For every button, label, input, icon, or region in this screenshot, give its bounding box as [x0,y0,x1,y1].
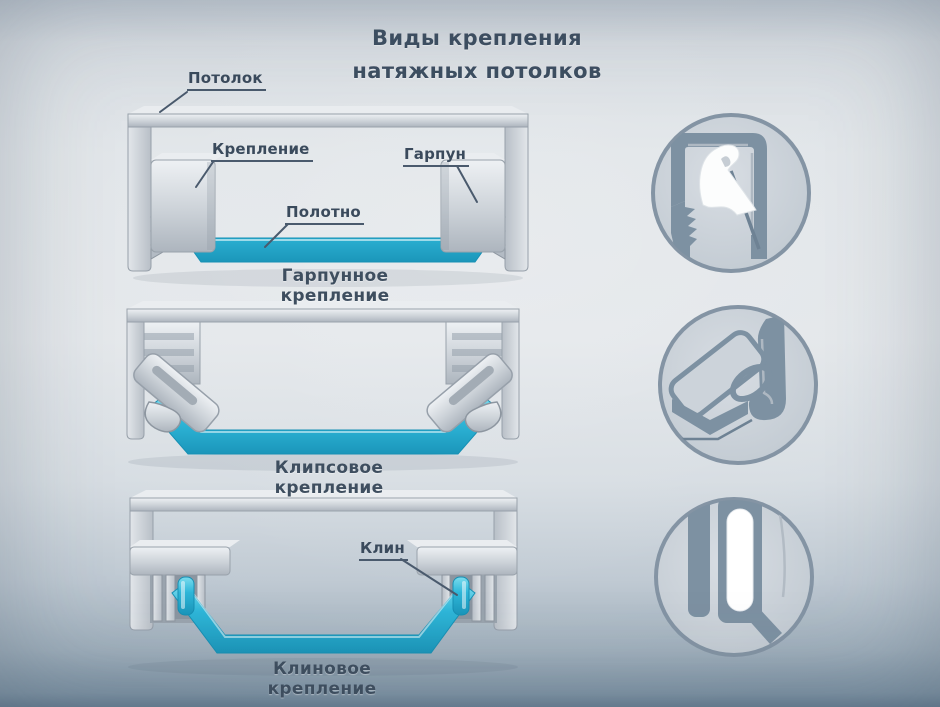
clip-bracket [133,353,220,433]
caption-harpoon: Гарпунное крепление [280,266,390,306]
detail-circle-harpoon [651,113,811,273]
harpoon-closeup-glyph [671,133,767,259]
diagram-shadow [133,269,523,287]
label-ceiling: Потолок [187,69,266,92]
diagram-harpoon-mount [127,106,529,287]
ceiling-slab [126,301,520,323]
detail-circle-clip [658,305,818,465]
label-canvas: Полотно [285,203,364,226]
ceiling-slab [129,490,518,512]
diagram-wedge-mount [128,490,518,676]
label-mount: Крепление [211,140,313,163]
caption-wedge: Клиновое крепление [267,659,377,699]
diagram-shadow [128,453,518,471]
detail-circle-wedge [654,497,814,657]
ceiling-slab [127,106,529,128]
label-harpoon: Гарпун [403,145,470,168]
mount-bracket [150,153,226,253]
caption-clip: Клипсовое крепление [274,458,384,498]
label-wedge: Клин [359,539,408,562]
clip-closeup-glyph [668,315,786,441]
wedge-profile [129,510,240,631]
diagram-shadow [128,658,518,676]
page-title: Виды крепления натяжных потолков [352,26,602,83]
canvas-sheet [171,582,476,654]
diagram-clip-mount [126,301,520,471]
wedge-insert [177,576,195,616]
